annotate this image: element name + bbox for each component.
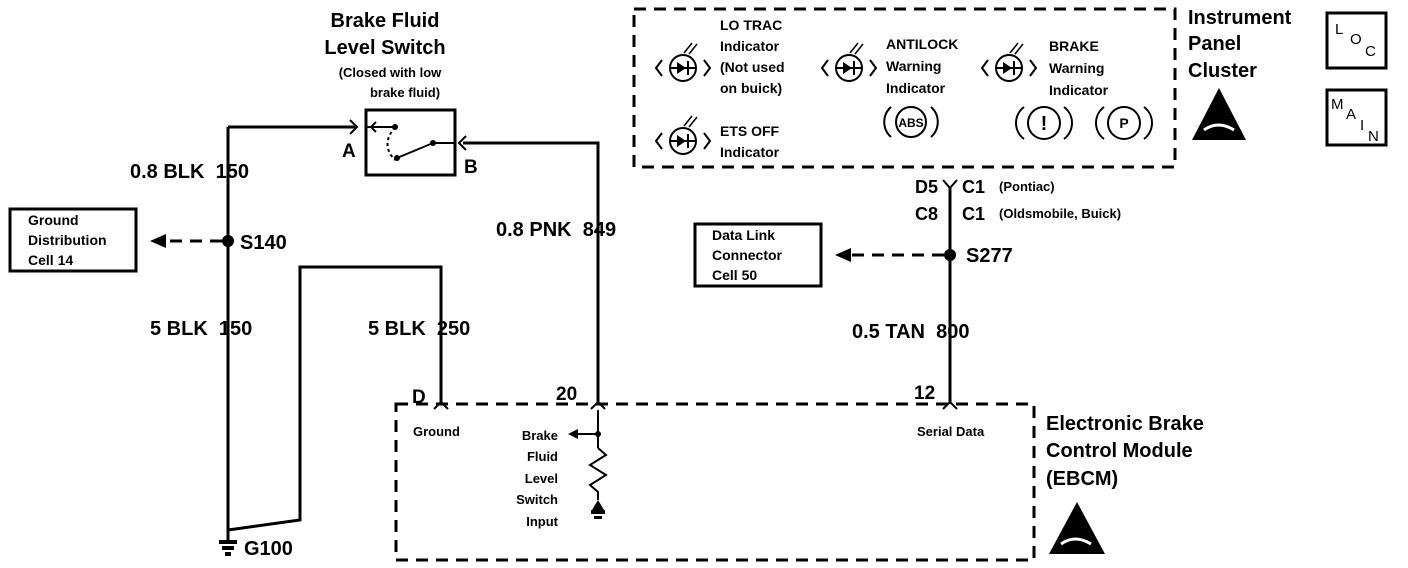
loc-letter-c: C [1365, 43, 1376, 60]
ebcm-title-3: (EBCM) [1046, 468, 1118, 490]
ebcm-ground-label: Ground [413, 424, 460, 439]
ground-symbol-g100 [219, 530, 237, 556]
parking-brake-text: P [1119, 115, 1128, 131]
switch-note-2: brake fluid) [370, 85, 440, 100]
ipc-title-2: Panel [1188, 33, 1241, 55]
ebcm-input-circuit [568, 410, 608, 519]
esd-warning-icon [1192, 88, 1246, 140]
ground-dist-line-1: Ground [28, 212, 79, 228]
switch-pin-a: A [342, 141, 356, 162]
splice-s277-label: S277 [966, 245, 1013, 267]
ebcm-title-1: Electronic Brake [1046, 413, 1204, 435]
ipc-title-1: Instrument [1188, 7, 1292, 29]
esd-warning-icon-ebcm [1049, 502, 1105, 554]
switch-title-2: Level Switch [324, 37, 445, 59]
ebcm-input-line-4: Switch [516, 492, 558, 507]
ebcm-pin-12: 12 [914, 383, 935, 404]
dlc-arrow [835, 248, 851, 262]
ipc-title-3: Cluster [1188, 60, 1257, 82]
data-link-connector-box [693, 222, 823, 288]
lo-trac-line-4: on buick) [720, 80, 782, 96]
wire-label-150-top: 0.8 BLK 150 [130, 161, 249, 183]
brake-exclamation-text: ! [1041, 113, 1048, 135]
ground-g100-label: G100 [244, 538, 293, 560]
ebcm-box [394, 402, 1036, 562]
wire-label-150-bottom: 5 BLK 150 [150, 318, 252, 340]
ground-dist-arrow [150, 234, 166, 248]
lo-trac-line-1: LO TRAC [720, 17, 782, 33]
connector-c1-olds: C1 [962, 204, 985, 224]
connector-c8: C8 [915, 204, 938, 224]
ebcm-input-line-1: Brake [522, 428, 558, 443]
brake-line-3: Indicator [1049, 82, 1109, 98]
loc-badge [1325, 11, 1388, 70]
antilock-line-3: Indicator [886, 80, 946, 96]
main-letter-m: M [1331, 96, 1344, 113]
ebcm-pin-d: D [412, 387, 426, 408]
connector-d5: D5 [915, 177, 938, 197]
abs-symbol-text: ABS [898, 116, 923, 130]
wire-label-250: 5 BLK 250 [368, 318, 470, 340]
wire-250 [227, 265, 443, 532]
wire-label-849: 0.8 PNK 849 [496, 219, 616, 241]
pin-chevrons [349, 119, 958, 410]
splice-s140-dot [222, 235, 234, 247]
brake-line-1: BRAKE [1049, 38, 1099, 54]
lo-trac-line-2: Indicator [720, 38, 780, 54]
splice-s277-dot [944, 249, 956, 261]
main-letter-i: I [1360, 117, 1364, 134]
loc-letter-l: L [1335, 21, 1343, 38]
abs-symbol-icon [883, 106, 939, 138]
switch-title-1: Brake Fluid [331, 10, 440, 32]
wire-150 [226, 125, 355, 530]
connector-olds-note: (Oldsmobile, Buick) [999, 206, 1121, 221]
ebcm-pin-20: 20 [556, 384, 577, 405]
antilock-line-1: ANTILOCK [886, 36, 958, 52]
brake-exclamation-icon [1015, 106, 1073, 140]
ebcm-input-line-2: Fluid [527, 449, 558, 464]
lo-trac-line-3: (Not used [720, 59, 785, 75]
switch-pin-b: B [464, 157, 478, 178]
dlc-line-1: Data Link [712, 227, 775, 243]
splice-s140-label: S140 [240, 232, 287, 254]
dlc-line-2: Connector [712, 247, 783, 263]
ground-dist-line-3: Cell 14 [28, 252, 73, 268]
ground-distribution-box [8, 207, 138, 273]
switch-note-1: (Closed with low [339, 65, 442, 80]
antilock-line-2: Warning [886, 58, 941, 74]
lo-trac-led-icon [654, 42, 712, 82]
ebcm-input-line-3: Level [525, 471, 558, 486]
ebcm-serial-label: Serial Data [917, 424, 985, 439]
brake-line-2: Warning [1049, 60, 1104, 76]
wire-label-800: 0.5 TAN 800 [852, 321, 969, 343]
loc-letter-o: O [1350, 31, 1362, 48]
wire-849 [463, 141, 600, 404]
dlc-line-3: Cell 50 [712, 267, 757, 283]
ground-dist-line-2: Distribution [28, 232, 107, 248]
connector-c1-pontiac: C1 [962, 177, 985, 197]
main-badge [1325, 88, 1388, 147]
main-letter-n: N [1368, 128, 1379, 145]
ebcm-input-line-5: Input [526, 514, 558, 529]
brake-fluid-level-switch [364, 108, 457, 177]
main-letter-a: A [1346, 106, 1356, 123]
ets-off-led-icon [654, 115, 712, 155]
parking-brake-icon [1095, 106, 1153, 140]
ipc-connector-chevron [942, 179, 958, 190]
connector-pontiac-note: (Pontiac) [999, 179, 1055, 194]
ets-off-line-2: Indicator [720, 144, 780, 160]
ebcm-title-2: Control Module [1046, 440, 1193, 462]
instrument-panel-cluster-box [632, 7, 1177, 169]
antilock-led-icon [820, 42, 878, 82]
ets-off-line-1: ETS OFF [720, 123, 780, 139]
brake-led-icon [980, 42, 1038, 82]
